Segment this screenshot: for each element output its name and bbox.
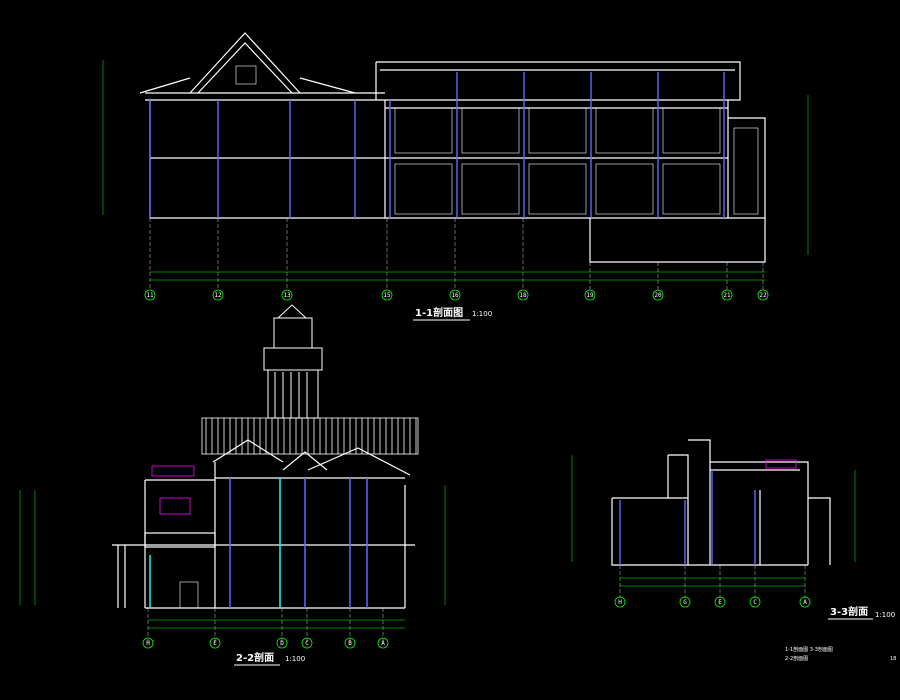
- s3-title: 3-3剖面: [830, 605, 868, 618]
- s3-axis-label: H: [618, 599, 622, 606]
- legend-line-1: 1-1剖面图 3-3剖面图: [785, 646, 833, 653]
- s1-axis-label: 22: [759, 292, 767, 299]
- s1-axis-label: 12: [214, 292, 222, 299]
- s2-roof: [201, 417, 419, 455]
- s1-axis-label: 13: [283, 292, 291, 299]
- s1-outline: [139, 32, 766, 263]
- s2-axis-label: A: [381, 640, 385, 647]
- section-1-1: 11 12 13 15 16 18 19 20 21 22 1-1剖面图 1:1…: [102, 32, 809, 321]
- s1-axis-label: 20: [654, 292, 662, 299]
- s2-title: 2-2剖面: [236, 651, 274, 664]
- s3-dimensions: [571, 455, 856, 587]
- s1-axis-bubbles: [144, 289, 769, 301]
- s1-axis-label: 21: [723, 292, 731, 299]
- s2-highlights: [151, 465, 195, 515]
- s2-axis-labels: H E D C B A: [146, 640, 385, 647]
- s2-columns: [149, 478, 368, 608]
- s1-axis-label: 11: [146, 292, 154, 299]
- s3-axis-label: G: [683, 599, 687, 606]
- s3-grid-lines: [619, 565, 806, 598]
- s3-outline: [611, 439, 831, 566]
- s1-grid-lines: [149, 218, 764, 290]
- s2-axis-bubbles: [142, 637, 389, 649]
- s3-axis-label: E: [718, 599, 722, 606]
- drawing-legend: 1-1剖面图 3-3剖面图 2-2剖面图 18: [785, 646, 896, 662]
- s1-axis-label: 16: [451, 292, 459, 299]
- s1-axis-label: 19: [586, 292, 594, 299]
- page-number: 18: [890, 656, 896, 662]
- section-2-2: H E D C B A 2-2剖面 1:100: [19, 304, 446, 666]
- s1-scale: 1:100: [472, 310, 492, 318]
- s1-axis-labels: 11 12 13 15 16 18 19 20 21 22: [146, 292, 767, 299]
- s2-door: [179, 581, 199, 609]
- legend-line-2: 2-2剖面图: [785, 655, 808, 662]
- s3-columns: [619, 470, 756, 565]
- s1-title-block: 1-1剖面图 1:100: [413, 306, 492, 321]
- s2-grid-lines: [147, 608, 384, 642]
- s3-scale: 1:100: [875, 611, 895, 619]
- s3-title-block: 3-3剖面 1:100: [828, 605, 895, 620]
- s2-axis-label: B: [348, 640, 352, 647]
- s2-scale: 1:100: [285, 655, 305, 663]
- s3-axis-labels: H G E C A: [618, 599, 807, 606]
- s1-axis-label: 18: [519, 292, 527, 299]
- s3-axis-label: C: [753, 599, 757, 606]
- s2-outline: [112, 439, 415, 609]
- s1-axis-label: 15: [383, 292, 391, 299]
- s2-dimensions: [19, 485, 446, 629]
- s2-axis-label: D: [280, 640, 284, 647]
- section-3-3: H G E C A 3-3剖面 1:100: [571, 439, 895, 620]
- s2-tower: [263, 304, 323, 419]
- s1-title: 1-1剖面图: [415, 306, 463, 319]
- s1-dimensions: [102, 60, 809, 281]
- s1-windows: [235, 65, 759, 215]
- s3-highlights: [765, 459, 797, 469]
- s1-columns: [149, 72, 725, 218]
- s3-axis-bubbles: [614, 596, 811, 608]
- s2-axis-label: H: [146, 640, 150, 647]
- s2-axis-label: E: [213, 640, 217, 647]
- s3-axis-label: A: [803, 599, 807, 606]
- s2-axis-label: C: [305, 640, 309, 647]
- s2-title-block: 2-2剖面 1:100: [234, 651, 305, 666]
